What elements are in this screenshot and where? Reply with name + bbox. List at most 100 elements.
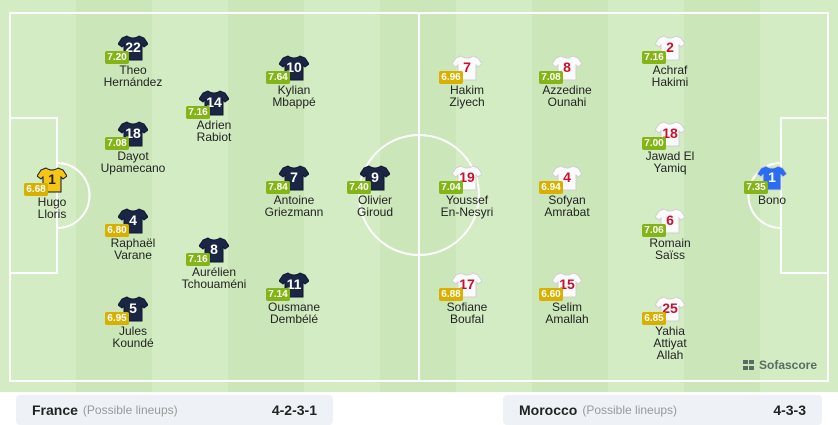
- player-name-line: En-Nesyri: [440, 205, 494, 219]
- player-rating-badge: 6.68: [24, 183, 48, 196]
- jersey-number: 5: [129, 300, 137, 316]
- player-name-line: Olivier: [357, 193, 392, 207]
- jersey-number: 1: [48, 171, 56, 187]
- player-name-line: Aurélien: [191, 265, 237, 279]
- player-name-line: Kylian: [277, 83, 311, 97]
- jersey-number: 14: [206, 94, 222, 110]
- player-rating-badge: 7.64: [266, 71, 290, 84]
- jersey-number: 8: [210, 241, 218, 257]
- player-rating-badge: 7.04: [439, 181, 463, 194]
- player-name-line: Giroud: [356, 205, 394, 219]
- football-pitch: [0, 0, 838, 392]
- player-name-line: Hugo: [37, 195, 67, 209]
- player-rating-badge: 7.08: [105, 137, 129, 150]
- home-lineup-note: (Possible lineups): [82, 403, 178, 417]
- away-team-bar[interactable]: Morocco (Possible lineups) 4-3-3: [503, 395, 822, 425]
- player-name-line: Dayot: [117, 149, 149, 163]
- player-rating-badge: 7.16: [642, 51, 666, 64]
- jersey-number: 2: [666, 39, 674, 55]
- player-name-line: Antoine: [273, 193, 315, 207]
- player-rating-badge: 6.80: [105, 224, 129, 237]
- player-rating-badge: 6.88: [439, 288, 463, 301]
- player-rating-badge: 6.85: [642, 312, 666, 325]
- home-team-bar[interactable]: France (Possible lineups) 4-2-3-1: [16, 395, 333, 425]
- sofascore-logo-icon: [743, 360, 754, 370]
- player-name-line: Hakimi: [651, 75, 689, 89]
- jersey-number: 19: [459, 169, 475, 185]
- jersey-number: 1: [768, 169, 776, 185]
- player-name-line: Hakim: [449, 83, 484, 97]
- player-name-line: Yamiq: [653, 161, 687, 175]
- player-rating-badge: 6.94: [539, 181, 563, 194]
- player-name-line: Adrien: [196, 118, 232, 132]
- jersey-number: 18: [125, 125, 141, 141]
- player-name-line: Jules: [118, 324, 147, 338]
- player-rating-badge: 7.20: [105, 51, 129, 64]
- home-team-name[interactable]: France: [32, 402, 78, 418]
- player-name-line: Saïss: [654, 248, 685, 262]
- player-rating-badge: 6.96: [439, 71, 463, 84]
- player-name-line: Jawad El: [645, 149, 695, 163]
- player-name-line: Dembélé: [269, 312, 319, 326]
- player-name-line: Griezmann: [264, 205, 324, 219]
- player-name-line: Hernández: [103, 75, 163, 89]
- player-name-line: Yahia: [655, 324, 685, 338]
- jersey-number: 17: [459, 276, 475, 292]
- player-name-line: Achraf: [652, 63, 688, 77]
- jersey-number: 6: [666, 212, 674, 228]
- player-name-line: Attiyat: [653, 336, 687, 350]
- player-name-line: Rabiot: [196, 130, 232, 144]
- jersey-number: 8: [563, 59, 571, 75]
- pitch-lines: [9, 12, 829, 382]
- jersey-number: 10: [286, 59, 302, 75]
- player-name-line: Azzedine: [542, 83, 592, 97]
- away-team-name[interactable]: Morocco: [519, 402, 578, 418]
- player-name-line: Ousmane: [267, 300, 321, 314]
- player-name-line: Selim: [551, 300, 582, 314]
- jersey-number: 15: [559, 276, 575, 292]
- player-name-line: Raphaël: [110, 236, 156, 250]
- player-name-line: Ziyech: [449, 95, 485, 109]
- jersey-number: 4: [563, 169, 571, 185]
- player-rating-badge: 7.08: [539, 71, 563, 84]
- brand-name: Sofascore: [759, 358, 818, 372]
- player-name-line: Boufal: [449, 312, 485, 326]
- player-name: Bono: [717, 194, 827, 206]
